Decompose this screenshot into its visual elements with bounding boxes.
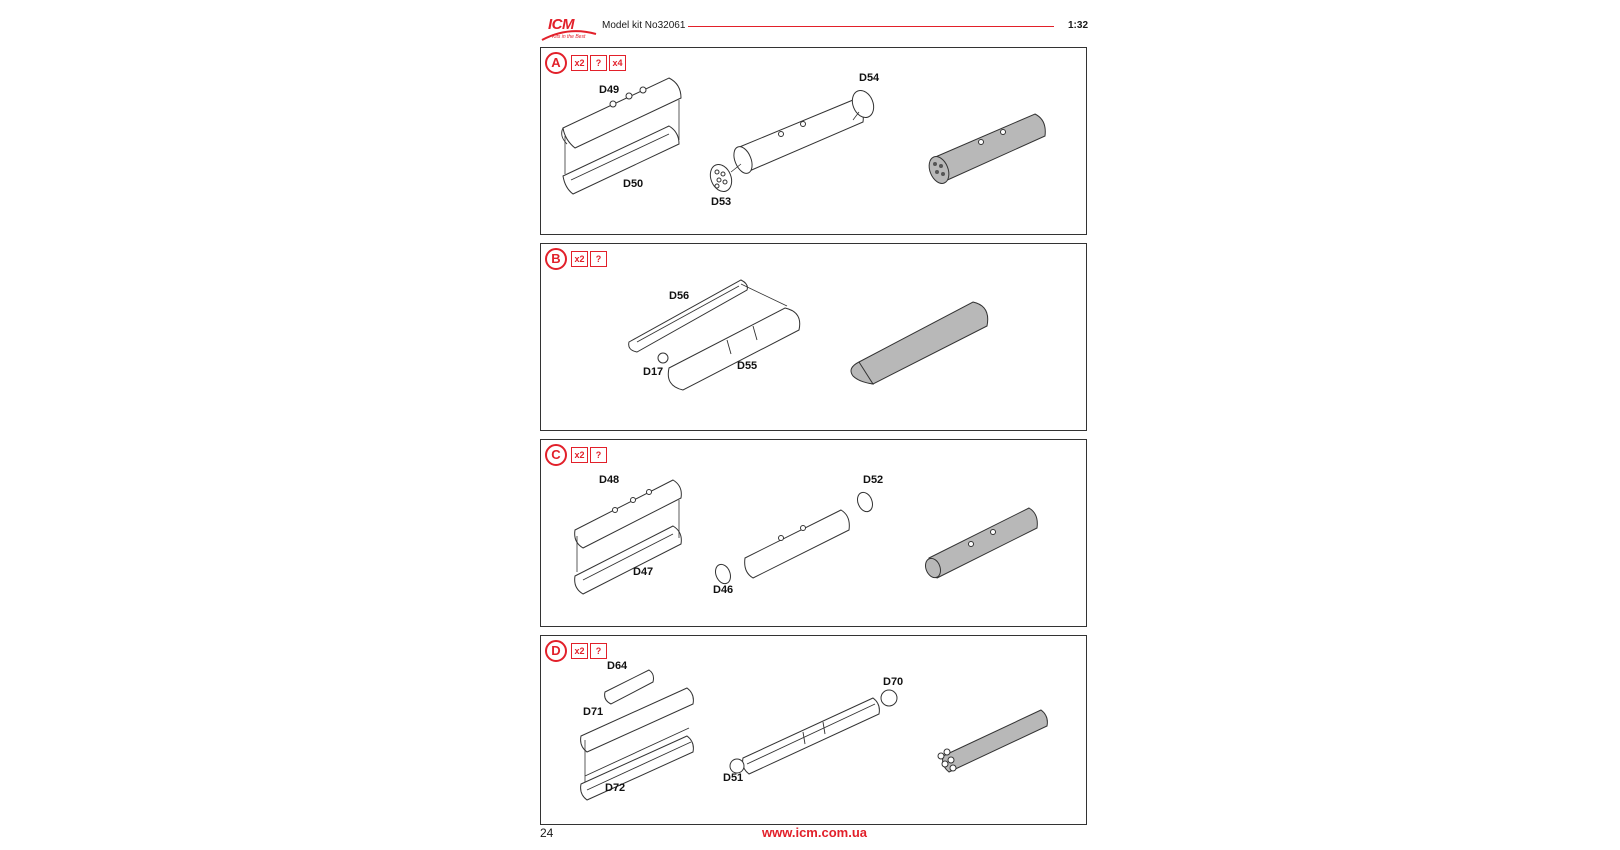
qty-box: ? (590, 251, 607, 267)
tube-assembly-a (733, 99, 864, 174)
part-label: D53 (711, 196, 732, 208)
part-d49-drawing (561, 77, 682, 149)
logo-swoosh-icon (541, 30, 597, 41)
assembly-drawing-a (561, 77, 1046, 195)
part-label: D52 (863, 474, 884, 486)
step-panel-d: D x2 ? D64 D71 (540, 635, 1087, 825)
part-d64-drawing (604, 669, 654, 705)
part-label: D47 (633, 566, 654, 578)
scale-label: 1:32 (1067, 20, 1088, 31)
tube-bundle-d (742, 697, 880, 775)
page-number: 24 (540, 826, 554, 840)
qty-box: ? (590, 55, 607, 71)
logo-text: ICM (548, 16, 575, 33)
qty-box: ? (590, 447, 607, 463)
finished-rocket-b (850, 301, 989, 385)
part-d50-drawing (562, 125, 680, 195)
part-d56-drawing (628, 279, 748, 353)
part-d52-drawing (857, 491, 873, 513)
tube-assembly-c (744, 509, 850, 579)
icm-logo: ICM Kits in the Best (538, 14, 598, 44)
part-label: D54 (859, 72, 880, 84)
part-label: D50 (623, 178, 644, 190)
assembly-drawing-c (574, 479, 1038, 595)
part-label: D17 (643, 366, 664, 378)
qty-box: ? (590, 643, 607, 659)
qty-box: x2 (571, 55, 588, 71)
assembly-drawing-d (580, 669, 1048, 801)
part-d47-drawing (574, 525, 682, 595)
part-d48-drawing (574, 479, 682, 549)
qty-box: x4 (609, 55, 626, 71)
website-link[interactable]: www.icm.com.ua (762, 825, 867, 840)
step-badge: B (545, 248, 567, 270)
step-badge: A (545, 52, 567, 74)
model-number: Model kit No32061 (602, 20, 686, 31)
part-label: D46 (713, 584, 734, 596)
part-d71-drawing (580, 687, 694, 753)
part-label: D64 (607, 660, 628, 672)
part-label: D55 (737, 360, 758, 372)
logo-tagline: Kits in the Best (552, 34, 586, 40)
step-panel-b: B x2 ? D56 D17 D55 (540, 243, 1087, 431)
qty-box: x2 (571, 643, 588, 659)
step-panel-c: C x2 ? D48 D47 (540, 439, 1087, 627)
finished-bundle-d (937, 709, 1048, 773)
header-rule (688, 26, 1054, 27)
part-label: D51 (723, 772, 744, 784)
assembly-drawing-b (628, 279, 989, 391)
finished-pod-c (925, 507, 1038, 579)
part-d70-drawing (880, 689, 898, 707)
step-badge: C (545, 444, 567, 466)
qty-box: x2 (571, 251, 588, 267)
part-label: D48 (599, 474, 620, 486)
qty-box: x2 (571, 447, 588, 463)
part-label: D70 (883, 676, 904, 688)
step-badge: D (545, 640, 567, 662)
part-d54-drawing (851, 89, 875, 119)
part-d46-drawing (715, 563, 731, 585)
part-label: D49 (599, 84, 620, 96)
part-label: D71 (583, 706, 604, 718)
page-header: ICM Kits in the Best Model kit No32061 1… (538, 14, 1088, 44)
part-d72-drawing (580, 727, 694, 801)
part-d17-drawing (657, 352, 669, 364)
part-d55-drawing (667, 307, 801, 391)
part-d51-drawing (729, 758, 745, 774)
step-panel-a: A x2 ? x4 (540, 47, 1087, 235)
part-label: D72 (605, 782, 626, 794)
part-d53-drawing (709, 163, 733, 193)
finished-pod-a (928, 113, 1046, 184)
part-label: D56 (669, 290, 690, 302)
